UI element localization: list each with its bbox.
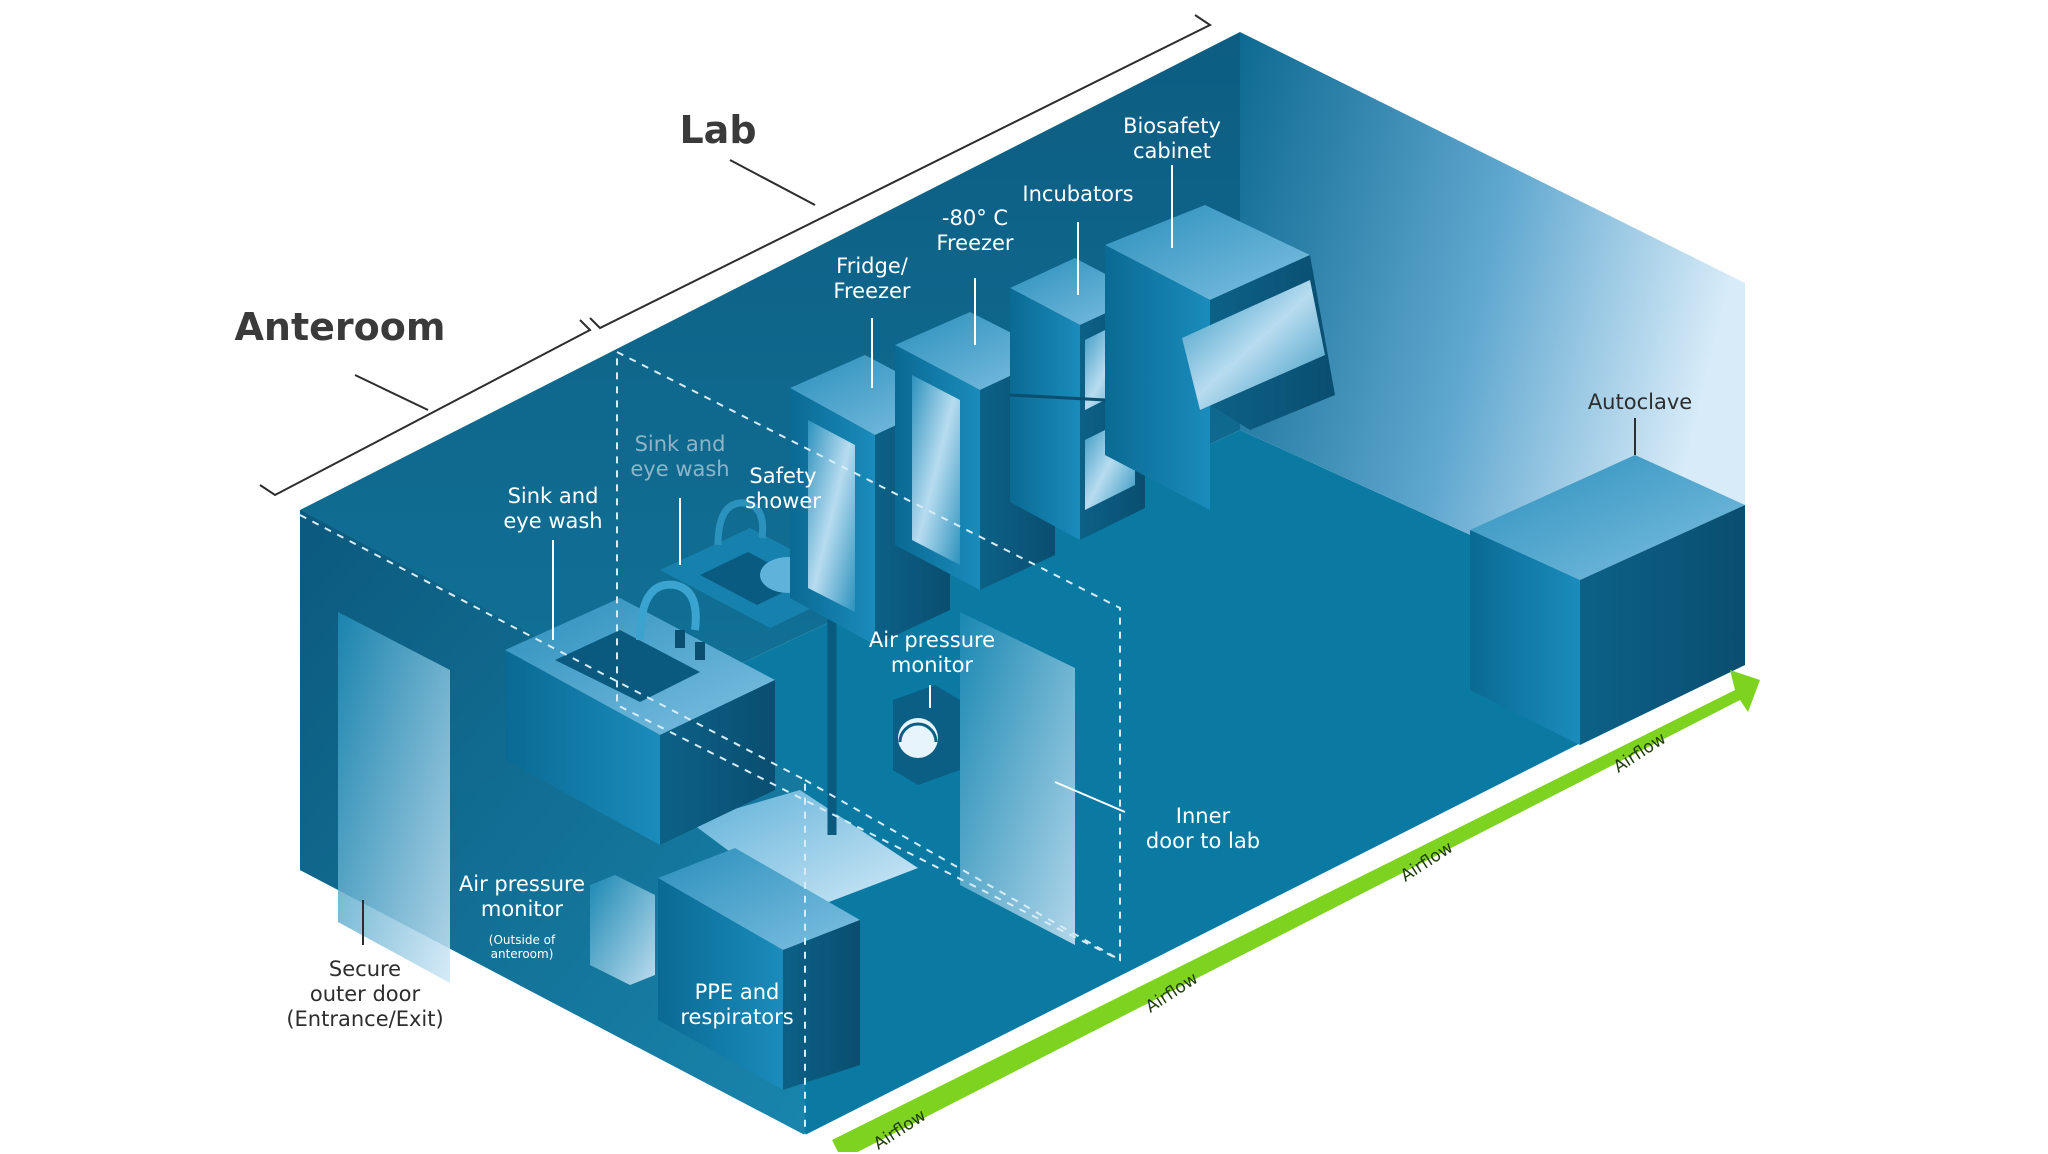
fridge-freezer-label: Fridge/ Freezer: [833, 254, 911, 304]
air-pressure-monitor-outside: [590, 875, 655, 985]
room-boundaries: [299, 351, 1121, 1135]
outer-door-label: Secure outer door (Entrance/Exit): [286, 957, 444, 1032]
anteroom-sink-label: Sink and eye wash: [503, 484, 603, 534]
biosafety-cabinet: [1105, 205, 1335, 510]
ppe-label: PPE and respirators: [680, 980, 794, 1030]
inner-door-label: Inner door to lab: [1145, 804, 1261, 854]
biosafety-cabinet-label: Biosafety cabinet: [1123, 114, 1221, 164]
outer-door: [338, 612, 450, 983]
lab-title: Lab: [679, 108, 757, 152]
autoclave: [1470, 455, 1745, 745]
anteroom-title: Anteroom: [234, 305, 446, 349]
brackets: [259, 14, 1212, 497]
autoclave-label: Autoclave: [1587, 390, 1693, 414]
incubators-label: Incubators: [1022, 182, 1134, 206]
air-pressure-lab-label: Air pressure monitor: [868, 628, 996, 678]
minus80-freezer-label: -80° C Freezer: [936, 206, 1014, 256]
anteroom-sink: [505, 580, 775, 845]
inner-door: [960, 612, 1075, 945]
leader-lines: [552, 165, 1636, 813]
air-pressure-outside-label: Air pressure monitor: [458, 872, 586, 922]
safety-shower-label: Safety shower: [745, 464, 821, 514]
airflow-arrow: [832, 670, 1760, 1152]
anteroom-floor-light: [690, 790, 918, 910]
lab-sink-label: Sink and eye wash: [630, 432, 730, 482]
ppe-cabinet: [658, 848, 860, 1090]
air-pressure-monitor-lab: [893, 685, 960, 785]
air-pressure-outside-note: (Outside of anteroom): [488, 933, 556, 962]
